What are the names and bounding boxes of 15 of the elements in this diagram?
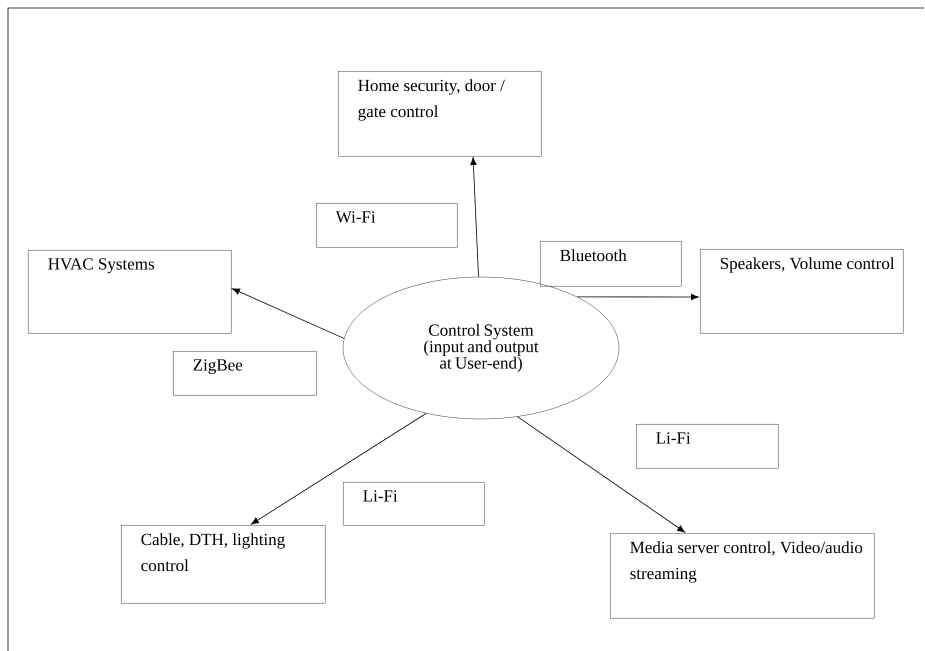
process-box: Home security, door / gate control <box>338 71 542 156</box>
label-box: Wi-Fi <box>316 203 458 248</box>
arrow <box>517 416 686 532</box>
label-box: Li-Fi <box>636 424 778 468</box>
process-box: Speakers, Volume control <box>700 249 904 334</box>
arrow <box>470 157 479 278</box>
ellipse-node: Control System (input and output at User-end) <box>342 276 620 420</box>
process-box: HVAC Systems <box>28 250 232 334</box>
label-box: Li-Fi <box>343 482 484 526</box>
arrow <box>232 288 344 339</box>
process-box: Cable, DTH, lighting control <box>121 525 326 604</box>
process-box: Media server control, Video/audio streaming <box>610 533 874 618</box>
label-box: ZigBee <box>173 351 316 396</box>
arrow <box>250 412 427 525</box>
label-box: Bluetooth <box>540 241 682 286</box>
